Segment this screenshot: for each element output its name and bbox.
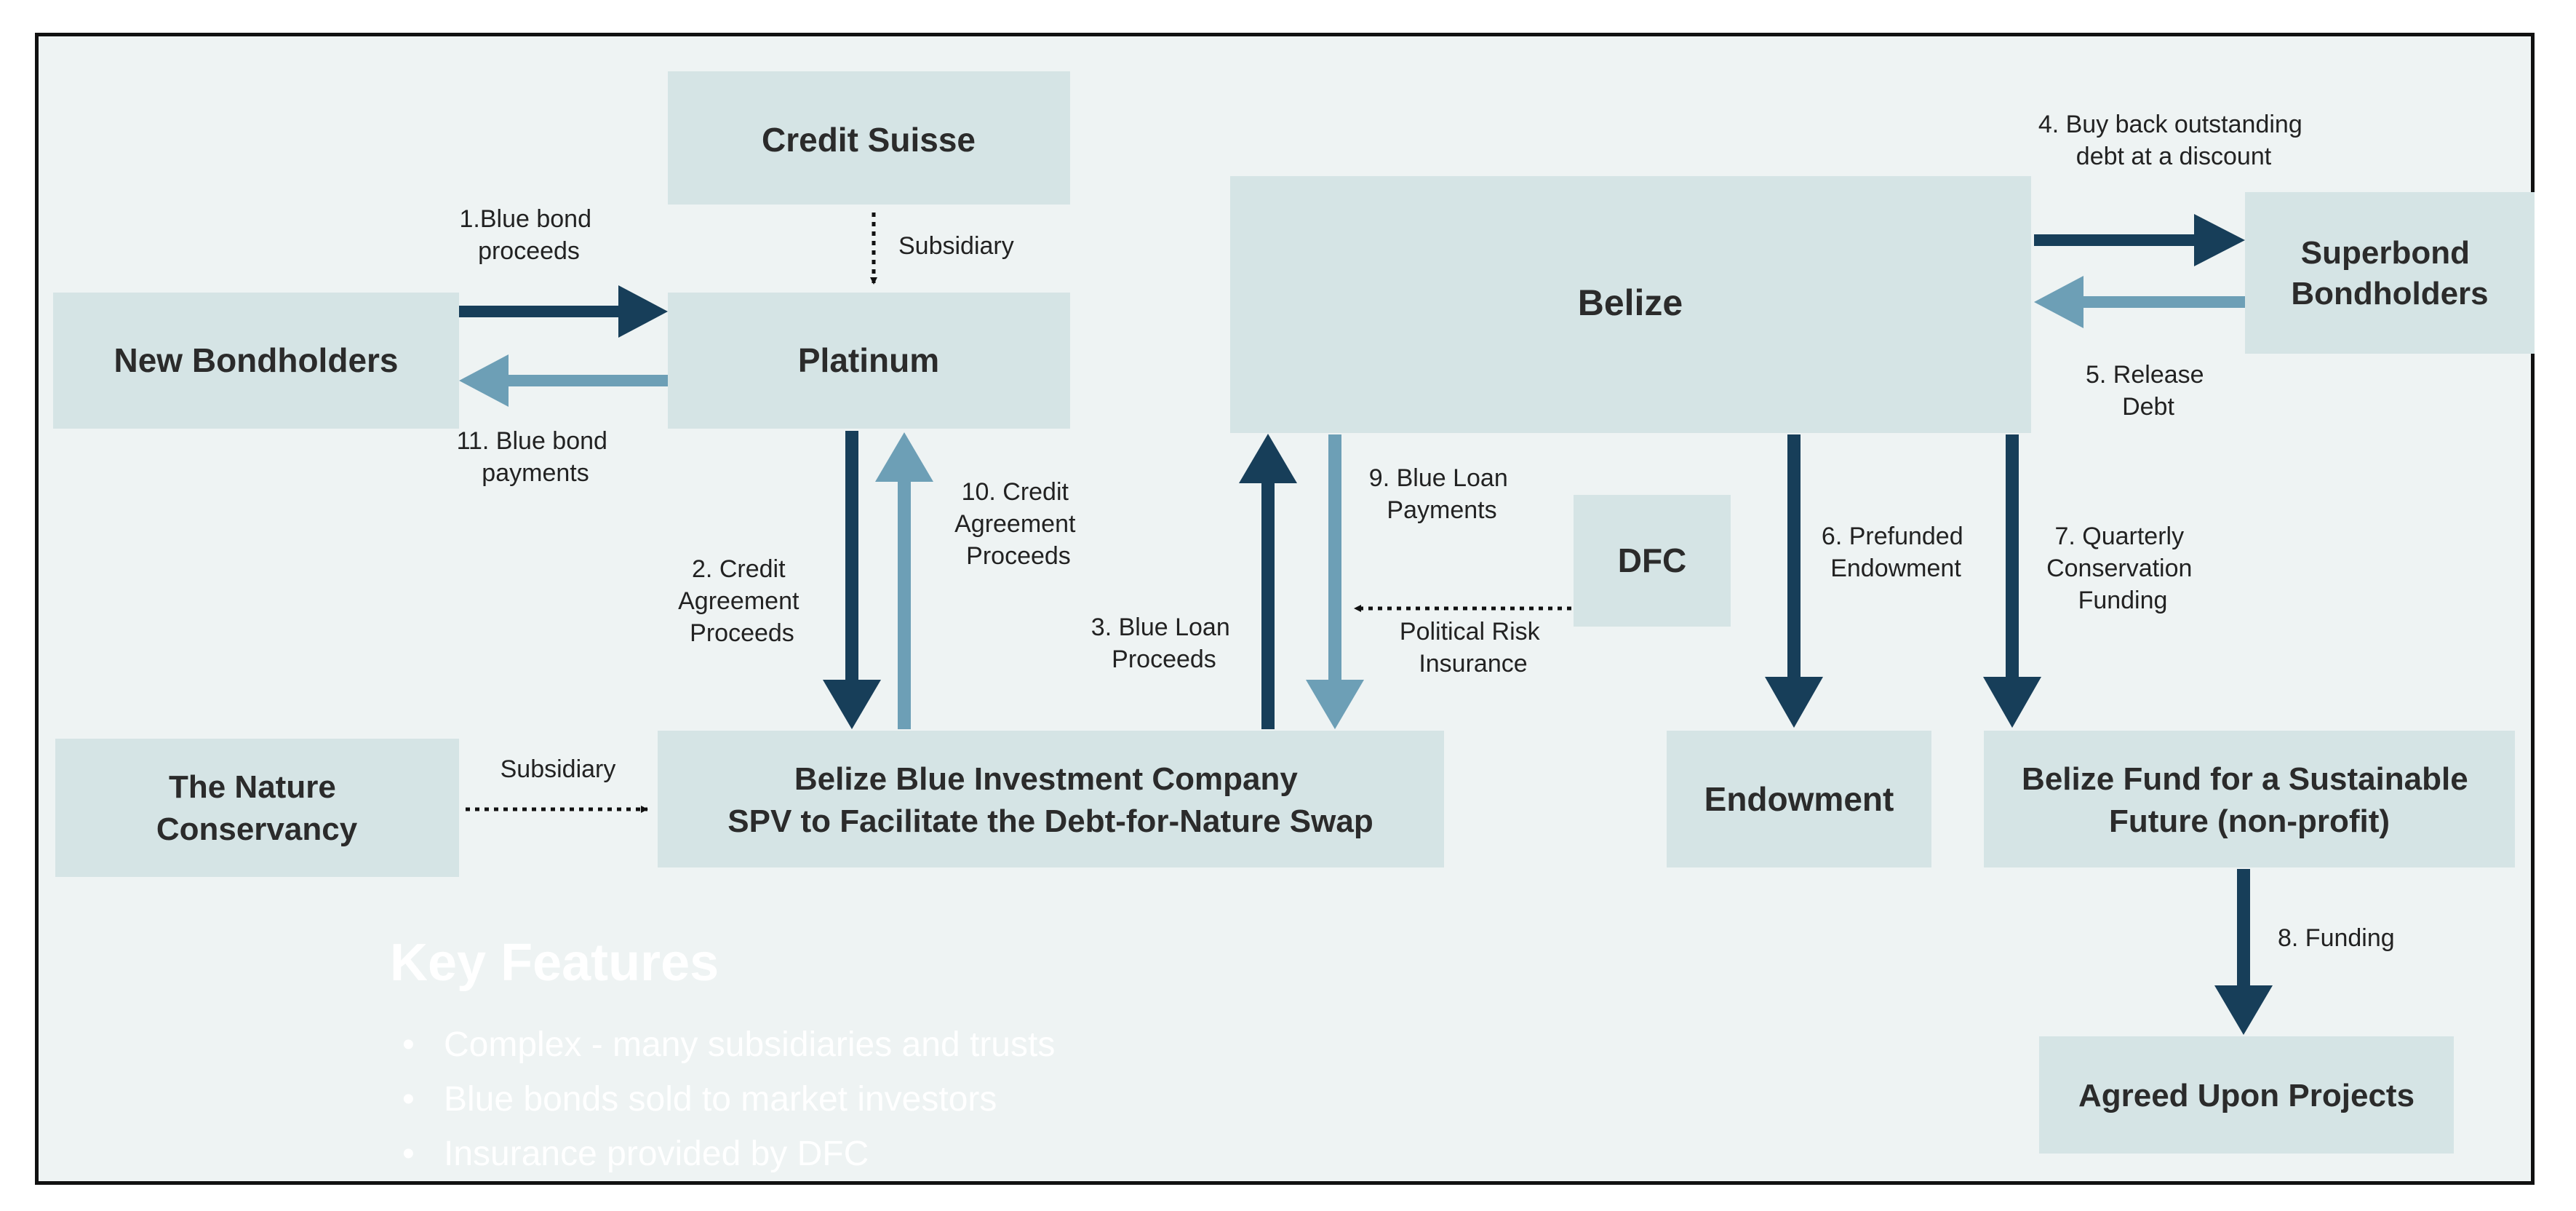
arrow-credit-agreement-proceeds-10 [875, 432, 933, 729]
key-feature-bullet: • [402, 1080, 415, 1119]
edge-label-11: 11. Blue bond payments [457, 427, 615, 487]
arrow-blue-bond-payments [459, 354, 668, 407]
node-label-nature-conservancy: The Nature Conservancy [156, 769, 358, 847]
key-feature-item: Blue bonds sold to market investors [444, 1080, 997, 1119]
edge-label-1: 1.Blue bond proceeds [460, 205, 599, 265]
edge-label-political-risk: Political Risk Insurance [1400, 618, 1547, 678]
arrow-prefunded-endowment [1765, 434, 1823, 728]
key-features-title: Key Features [390, 934, 719, 992]
node-label-endowment: Endowment [1704, 780, 1894, 818]
edge-label-8: 8. Funding [2278, 924, 2395, 952]
node-label-platinum: Platinum [798, 341, 939, 379]
arrow-blue-bond-proceeds [459, 285, 668, 338]
arrow-quarterly-conservation-funding [1983, 434, 2041, 728]
node-label-bfsf: Belize Fund for a Sustainable Future (no… [2022, 761, 2477, 839]
edge-label-7: 7. Quarterly Conservation Funding [2046, 523, 2199, 614]
arrow-funding [2214, 869, 2273, 1035]
key-feature-bullet: • [402, 1025, 415, 1064]
box-bbic [658, 731, 1444, 867]
node-label-new-bondholders: New Bondholders [113, 341, 398, 379]
box-dfc [1574, 495, 1731, 627]
edge-label-subsidiary-tnc: Subsidiary [501, 755, 616, 783]
edge-label-5: 5. Release Debt [2086, 361, 2211, 421]
node-label-superbond: Superbond Bondholders [2291, 235, 2488, 311]
edge-label-2: 2. Credit Agreement Proceeds [678, 555, 806, 647]
key-feature-bullet: • [402, 1135, 415, 1173]
node-label-credit-suisse: Credit Suisse [762, 121, 976, 159]
box-new-bondholders [53, 293, 459, 429]
node-label-bbic: Belize Blue Investment Company SPV to Fa… [727, 761, 1373, 839]
key-feature-item: Complex - many subsidiaries and trusts [444, 1025, 1055, 1064]
node-label-belize: Belize [1578, 282, 1683, 323]
arrow-credit-agreement-proceeds-2 [823, 431, 881, 729]
edge-label-subsidiary-cs: Subsidiary [898, 232, 1014, 260]
edge-label-3: 3. Blue Loan Proceeds [1091, 614, 1237, 673]
arrow-blue-loan-proceeds [1239, 434, 1297, 729]
box-superbond-bondholders [2245, 192, 2535, 354]
arrow-blue-loan-payments [1306, 434, 1364, 729]
edge-label-6: 6. Prefunded Endowment [1822, 523, 1970, 582]
box-belize [1230, 176, 2031, 433]
edge-label-4: 4. Buy back outstanding debt at a discou… [2038, 111, 2309, 170]
arrow-buy-back-debt [2034, 214, 2245, 266]
arrow-release-debt [2034, 276, 2245, 328]
box-bfsf [1984, 731, 2515, 867]
edge-label-10: 10. Credit Agreement Proceeds [954, 478, 1082, 570]
key-feature-item: Insurance provided by DFC [444, 1135, 869, 1173]
box-credit-suisse [668, 71, 1070, 205]
box-agreed-projects [2039, 1036, 2454, 1154]
node-label-dfc: DFC [1618, 541, 1687, 579]
node-label-agreed-projects: Agreed Upon Projects [2078, 1078, 2414, 1113]
edge-label-9: 9. Blue Loan Payments [1369, 464, 1515, 524]
box-endowment [1667, 731, 1931, 867]
box-platinum [668, 293, 1070, 429]
box-nature-conservancy [55, 739, 459, 877]
